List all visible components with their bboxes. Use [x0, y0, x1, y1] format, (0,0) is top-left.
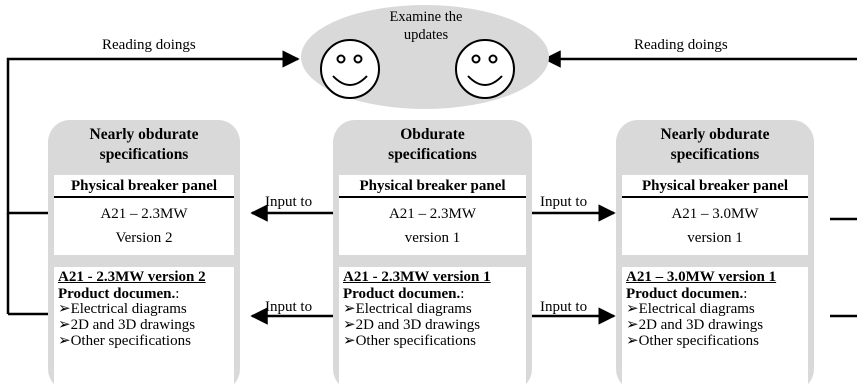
group-nearly-obdurate-left: Nearly obdurate specifications Physical … [48, 120, 240, 391]
panel-model: A21 – 2.3MW [100, 206, 188, 222]
doc-subtitle: Product documen. [343, 286, 461, 302]
doc-item: ➢Other specifications [58, 333, 191, 349]
group-nearly-obdurate-right: Nearly obdurate specifications Physical … [616, 120, 814, 391]
breaker-panel-box: Physical breaker panel A21 – 3.0MW versi… [622, 175, 808, 255]
input-to-label-panel-left: Input to [265, 194, 313, 210]
examine-ellipse [301, 5, 549, 109]
input-to-label-doc-right: Input to [540, 299, 588, 315]
panel-model: A21 – 3.0MW [671, 206, 759, 222]
doc-item: ➢Other specifications [626, 333, 759, 349]
group-obdurate-center: Obdurate specifications Physical breaker… [333, 120, 532, 391]
group-title-line2: specifications [99, 146, 189, 163]
reading-doings-right: Reading doings [634, 37, 728, 53]
input-to-label-panel-right: Input to [540, 194, 588, 210]
smiley-left-icon [320, 39, 380, 99]
panel-version: Version 2 [115, 230, 173, 246]
doc-subtitle-colon: : [175, 286, 180, 302]
group-title-line2: specifications [388, 146, 477, 163]
doc-subtitle-colon: : [460, 286, 465, 302]
panel-divider [339, 196, 526, 198]
panel-divider [54, 196, 234, 198]
group-title-line1: Nearly obdurate [89, 126, 199, 143]
doc-item: ➢2D and 3D drawings [58, 317, 196, 333]
breaker-panel-box: Physical breaker panel A21 – 2.3MW Versi… [54, 175, 234, 255]
panel-heading: Physical breaker panel [641, 178, 789, 194]
input-to-label-doc-left: Input to [265, 299, 313, 315]
doc-title: A21 - 2.3MW version 1 [343, 269, 491, 285]
doc-item: ➢2D and 3D drawings [343, 317, 481, 333]
doc-subtitle-row: Product documen.: [343, 287, 464, 302]
panel-version: version 1 [404, 230, 461, 246]
doc-item: ➢Electrical diagrams [58, 301, 187, 317]
documentation-box: A21 - 2.3MW version 1 Product documen.: … [339, 267, 526, 391]
doc-subtitle-colon: : [743, 286, 748, 302]
panel-model: A21 – 2.3MW [388, 206, 477, 222]
breaker-panel-box: Physical breaker panel A21 – 2.3MW versi… [339, 175, 526, 255]
doc-subtitle-row: Product documen.: [626, 287, 747, 302]
panel-heading: Physical breaker panel [359, 178, 506, 194]
panel-divider [622, 196, 808, 198]
group-title-line1: Nearly obdurate [660, 126, 770, 143]
examine-label-2: updates [403, 27, 449, 43]
documentation-box: A21 – 3.0MW version 1 Product documen.: … [622, 267, 808, 391]
left-feedback-line [6, 50, 300, 215]
doc-item: ➢2D and 3D drawings [626, 317, 764, 333]
doc-item: ➢Other specifications [343, 333, 476, 349]
panel-heading: Physical breaker panel [70, 178, 218, 194]
doc-item: ➢Electrical diagrams [343, 301, 472, 317]
doc-subtitle-row: Product documen.: [58, 287, 179, 302]
group-title-line1: Obdurate [400, 126, 465, 143]
examine-label-1: Examine the [389, 9, 463, 25]
reading-doings-left: Reading doings [102, 37, 196, 53]
smiley-right-icon [455, 39, 515, 99]
doc-subtitle: Product documen. [58, 286, 176, 302]
doc-title: A21 - 2.3MW version 2 [58, 269, 206, 285]
doc-subtitle: Product documen. [626, 286, 744, 302]
group-title-line2: specifications [670, 146, 760, 163]
documentation-box: A21 - 2.3MW version 2 Product documen.: … [54, 267, 234, 391]
doc-item: ➢Electrical diagrams [626, 301, 755, 317]
panel-version: version 1 [687, 230, 743, 246]
doc-title: A21 – 3.0MW version 1 [626, 269, 777, 285]
